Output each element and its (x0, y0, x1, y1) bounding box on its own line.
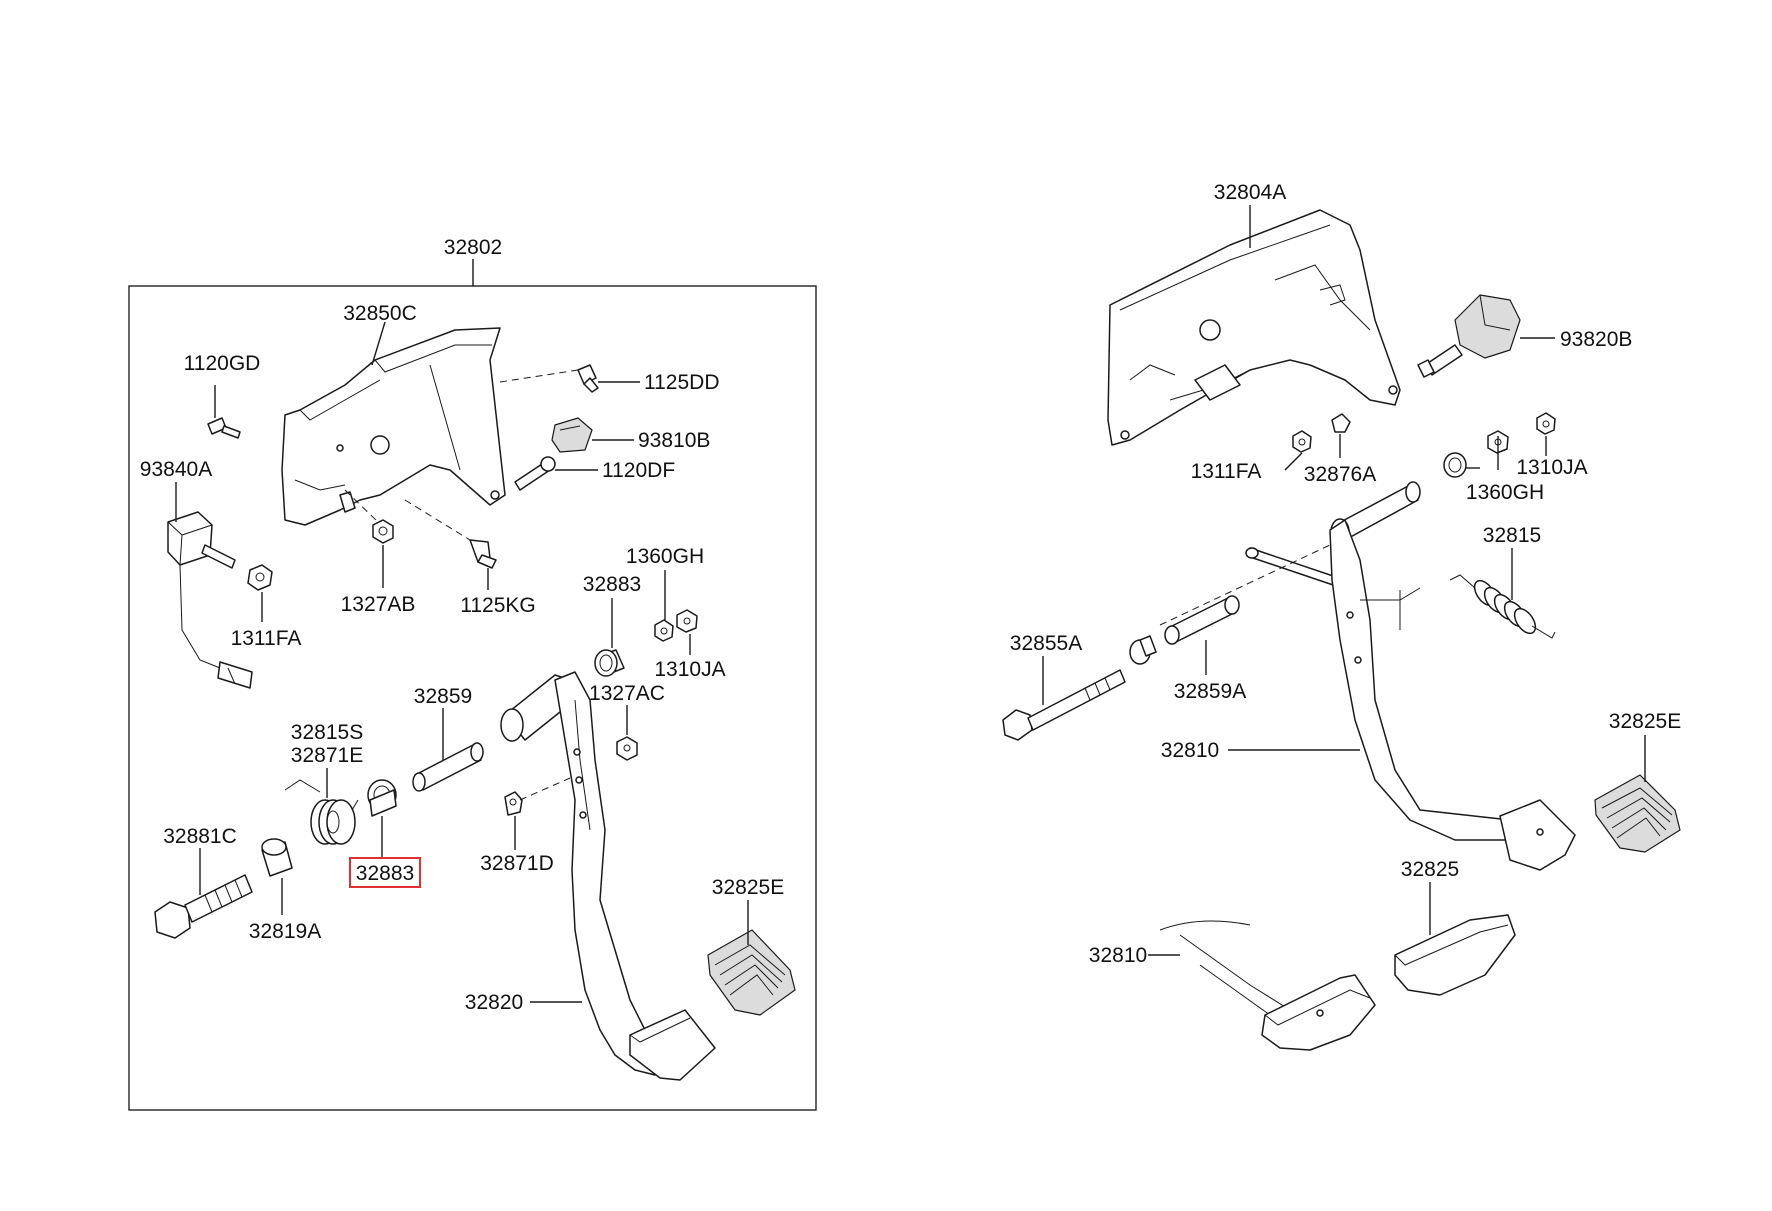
label-1327AC[interactable]: 1327AC (589, 682, 665, 705)
label-93820B[interactable]: 93820B (1560, 328, 1632, 351)
left-assembly: 32802 32850C 1120GD 1125DD (128, 236, 817, 1111)
label-1120GD[interactable]: 1120GD (184, 352, 261, 375)
label-32815-right[interactable]: 32815 (1483, 524, 1541, 547)
label-32855A[interactable]: 32855A (1010, 632, 1082, 655)
sensor-93840A (167, 511, 253, 689)
label-32859[interactable]: 32859 (414, 685, 472, 708)
spring-32815S (284, 779, 359, 845)
screw-1125DD (577, 364, 599, 393)
collar-32819A (261, 838, 293, 877)
label-1311FA-left[interactable]: 1311FA (231, 627, 302, 650)
dash-1125DD (499, 369, 579, 383)
label-1310JA-left[interactable]: 1310JA (654, 658, 725, 681)
label-32850C[interactable]: 32850C (343, 302, 417, 325)
bolt-1120DF (514, 456, 556, 491)
label-32810-upper[interactable]: 32810 (1161, 739, 1219, 762)
label-32871D[interactable]: 32871D (480, 852, 554, 875)
label-32881C[interactable]: 32881C (163, 825, 237, 848)
pedal-pad-32825 (1394, 914, 1516, 996)
pedal-arm-32810-lower (1159, 920, 1376, 1051)
label-32802[interactable]: 32802 (444, 236, 502, 259)
label-32804A[interactable]: 32804A (1214, 181, 1286, 204)
label-32871E[interactable]: 32871E (291, 744, 363, 767)
highlight-box-32883[interactable] (349, 857, 421, 888)
dash-32871D (519, 777, 571, 801)
switch-93820B (1417, 294, 1521, 378)
screw-1125KG (469, 539, 497, 569)
pedal-arm-32810-upper (1245, 481, 1576, 871)
bolt-1120GD (207, 417, 241, 439)
stopper-32876A (1331, 413, 1351, 433)
label-1311FA-right[interactable]: 1311FA (1191, 460, 1262, 483)
bushing-32883-top (594, 649, 625, 677)
bolt-32855A (1002, 669, 1126, 741)
dash-pivot-right (1159, 544, 1331, 626)
nut-1360GH-left (654, 619, 674, 642)
label-32820[interactable]: 32820 (465, 991, 523, 1014)
label-1120DF[interactable]: 1120DF (602, 459, 675, 482)
nut-1311FA-left (247, 564, 273, 591)
bushing-32883-lower (367, 779, 397, 817)
bolt-32881C (154, 874, 253, 939)
label-32819A[interactable]: 32819A (249, 920, 321, 943)
pedal-arm-32820 (500, 671, 716, 1081)
switch-93810B (551, 417, 593, 453)
label-93840A[interactable]: 93840A (140, 458, 212, 481)
label-1327AB[interactable]: 1327AB (341, 593, 416, 616)
label-93810B[interactable]: 93810B (638, 429, 710, 452)
leader-1311FA-right (1284, 452, 1303, 471)
nut-1327AC (616, 736, 638, 761)
label-32825E-right[interactable]: 32825E (1609, 710, 1681, 733)
label-1310JA-right[interactable]: 1310JA (1516, 456, 1587, 479)
spring-32815-right (1449, 574, 1556, 639)
label-32825E-left[interactable]: 32825E (712, 876, 784, 899)
pedal-bracket-32850C (281, 327, 506, 526)
label-32883-top[interactable]: 32883 (583, 573, 641, 596)
bushing-right-pivot (1443, 452, 1467, 478)
washer-right (1129, 635, 1157, 665)
pedal-pad-32825E-right (1594, 774, 1681, 853)
label-32876A[interactable]: 32876A (1304, 463, 1376, 486)
label-32810-lower[interactable]: 32810 (1089, 944, 1147, 967)
stopper-32871D (504, 791, 523, 816)
sleeve-32859 (412, 742, 484, 792)
pedal-pad-32825E-left (707, 929, 796, 1016)
nut-1310JA-right (1536, 412, 1556, 435)
label-1125DD[interactable]: 1125DD (644, 371, 720, 394)
right-assembly: 32804A 93820B 1311FA 32876A 1310JA (1002, 181, 1681, 1051)
label-1125KG[interactable]: 1125KG (460, 594, 536, 617)
nut-1311FA-right (1292, 430, 1312, 453)
sleeve-32859A (1164, 595, 1240, 645)
nut-1327AB (372, 519, 394, 544)
label-32883-highlighted[interactable]: 32883 (356, 862, 414, 885)
dash-1125KG (404, 499, 471, 541)
label-1360GH-left[interactable]: 1360GH (626, 545, 704, 568)
label-1360GH-right[interactable]: 1360GH (1466, 481, 1544, 504)
leader-32850C (371, 321, 386, 366)
label-32825[interactable]: 32825 (1401, 858, 1459, 881)
label-32859A[interactable]: 32859A (1174, 680, 1246, 703)
pedal-bracket-32804A (1107, 209, 1401, 446)
dash-1327AB (344, 489, 379, 523)
label-32815S[interactable]: 32815S (291, 721, 363, 744)
nut-1310JA-left (676, 609, 698, 633)
